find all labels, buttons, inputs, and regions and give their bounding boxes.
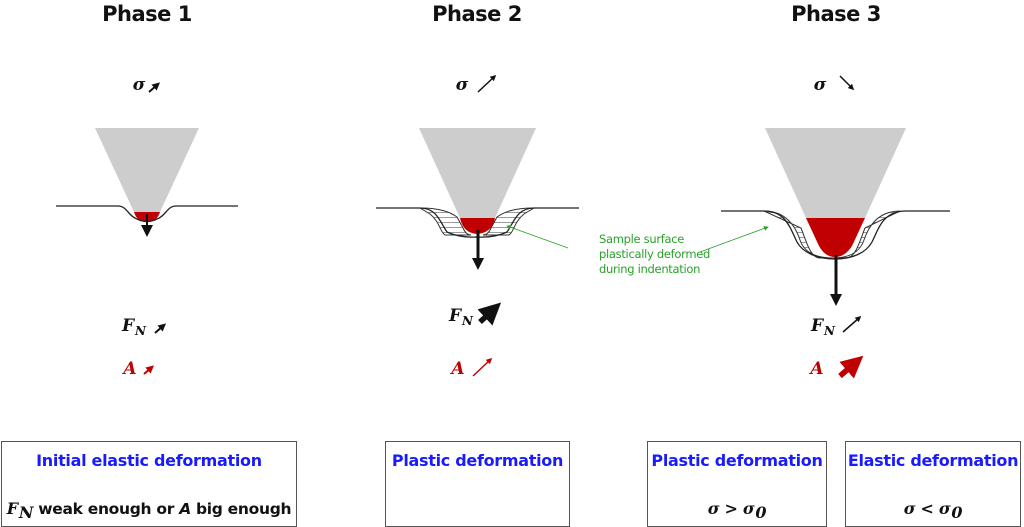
force-symbol-1-sub: N	[135, 324, 147, 338]
stress-symbol-2: σ	[455, 75, 469, 95]
phase-1-title: Phase 1	[102, 2, 192, 26]
force-trend-arrow-1	[154, 323, 167, 334]
box-initial-elastic-title: Initial elastic deformation	[36, 451, 262, 470]
area-symbol-3: A	[810, 359, 824, 379]
condition-mid-text: weak enough or	[33, 500, 180, 518]
force-symbol-2-sub: N	[462, 314, 474, 328]
annotation-line-1: Sample surface	[599, 232, 685, 246]
box-initial-elastic-condition: FN weak enough or A big enough	[2, 499, 296, 522]
force-symbol-3-sub: N	[824, 324, 836, 338]
condition-force-symbol: F	[6, 499, 18, 518]
box-plastic-phase3-title: Plastic deformation	[651, 451, 823, 470]
force-symbol-1: FN	[121, 316, 147, 338]
phase-3-title: Phase 3	[791, 2, 881, 26]
condition-elastic-expression: σ < σ	[903, 499, 951, 518]
box-plastic-phase3: Plastic deformation σ > σ0	[647, 441, 827, 527]
box-initial-elastic: Initial elastic deformation FN weak enou…	[1, 441, 297, 527]
annotation-pointer-left	[506, 225, 569, 249]
force-symbol-1-main: F	[121, 316, 135, 336]
stress-symbol-3: σ	[813, 75, 827, 95]
area-symbol-2: A	[451, 359, 465, 379]
stress-trend-arrow-2	[477, 74, 497, 93]
condition-suffix-text: big enough	[190, 500, 292, 518]
annotation-line-2: plastically deformed	[599, 247, 711, 261]
contact-area-3	[806, 218, 865, 257]
stress-trend-arrow-3	[839, 75, 855, 91]
box-plastic-phase3-condition: σ > σ0	[648, 499, 826, 522]
stress-trend-arrow-1	[148, 82, 161, 93]
force-symbol-3-main: F	[810, 316, 824, 336]
hatched-region-2-left	[418, 207, 472, 236]
phase-1-indentation	[56, 128, 238, 237]
annotation-pointer-right	[699, 226, 769, 253]
box-elastic-phase3-condition: σ < σ0	[846, 499, 1020, 522]
condition-force-subscript: N	[18, 503, 34, 522]
force-trend-arrow-2	[477, 302, 502, 326]
area-trend-arrow-1	[143, 365, 155, 375]
indenter-2	[419, 128, 536, 218]
phase-3-indentation	[721, 128, 950, 306]
annotation-line-3: during indentation	[599, 262, 701, 276]
force-symbol-2: FN	[448, 306, 474, 328]
force-symbol-2-main: F	[448, 306, 462, 326]
box-elastic-phase3: Elastic deformation σ < σ0	[845, 441, 1021, 527]
indenter-3	[765, 128, 906, 218]
phase-2-title: Phase 2	[432, 2, 522, 26]
condition-plastic-expression: σ > σ	[707, 499, 755, 518]
condition-plastic-subscript: 0	[755, 503, 767, 522]
box-plastic-phase2: Plastic deformation	[385, 441, 570, 527]
force-symbol-3: FN	[810, 316, 836, 338]
box-elastic-phase3-title: Elastic deformation	[847, 451, 1019, 470]
box-plastic-phase2-title: Plastic deformation	[391, 451, 564, 470]
phase-2-indentation	[376, 128, 579, 270]
hatched-region-3-right	[832, 210, 901, 259]
force-trend-arrow-3	[842, 316, 862, 333]
condition-area-symbol: A	[179, 500, 191, 518]
condition-elastic-subscript: 0	[951, 503, 963, 522]
hatched-region-2-right	[482, 207, 536, 236]
indenter-1	[95, 128, 199, 212]
area-trend-arrow-2	[472, 357, 493, 377]
stress-symbol-1: σ	[132, 75, 146, 95]
area-symbol-1: A	[123, 359, 137, 379]
area-trend-arrow-3	[838, 355, 864, 379]
plastic-zone-annotation: Sample surface plastically deformed duri…	[599, 232, 710, 277]
contact-area-2	[460, 218, 495, 234]
